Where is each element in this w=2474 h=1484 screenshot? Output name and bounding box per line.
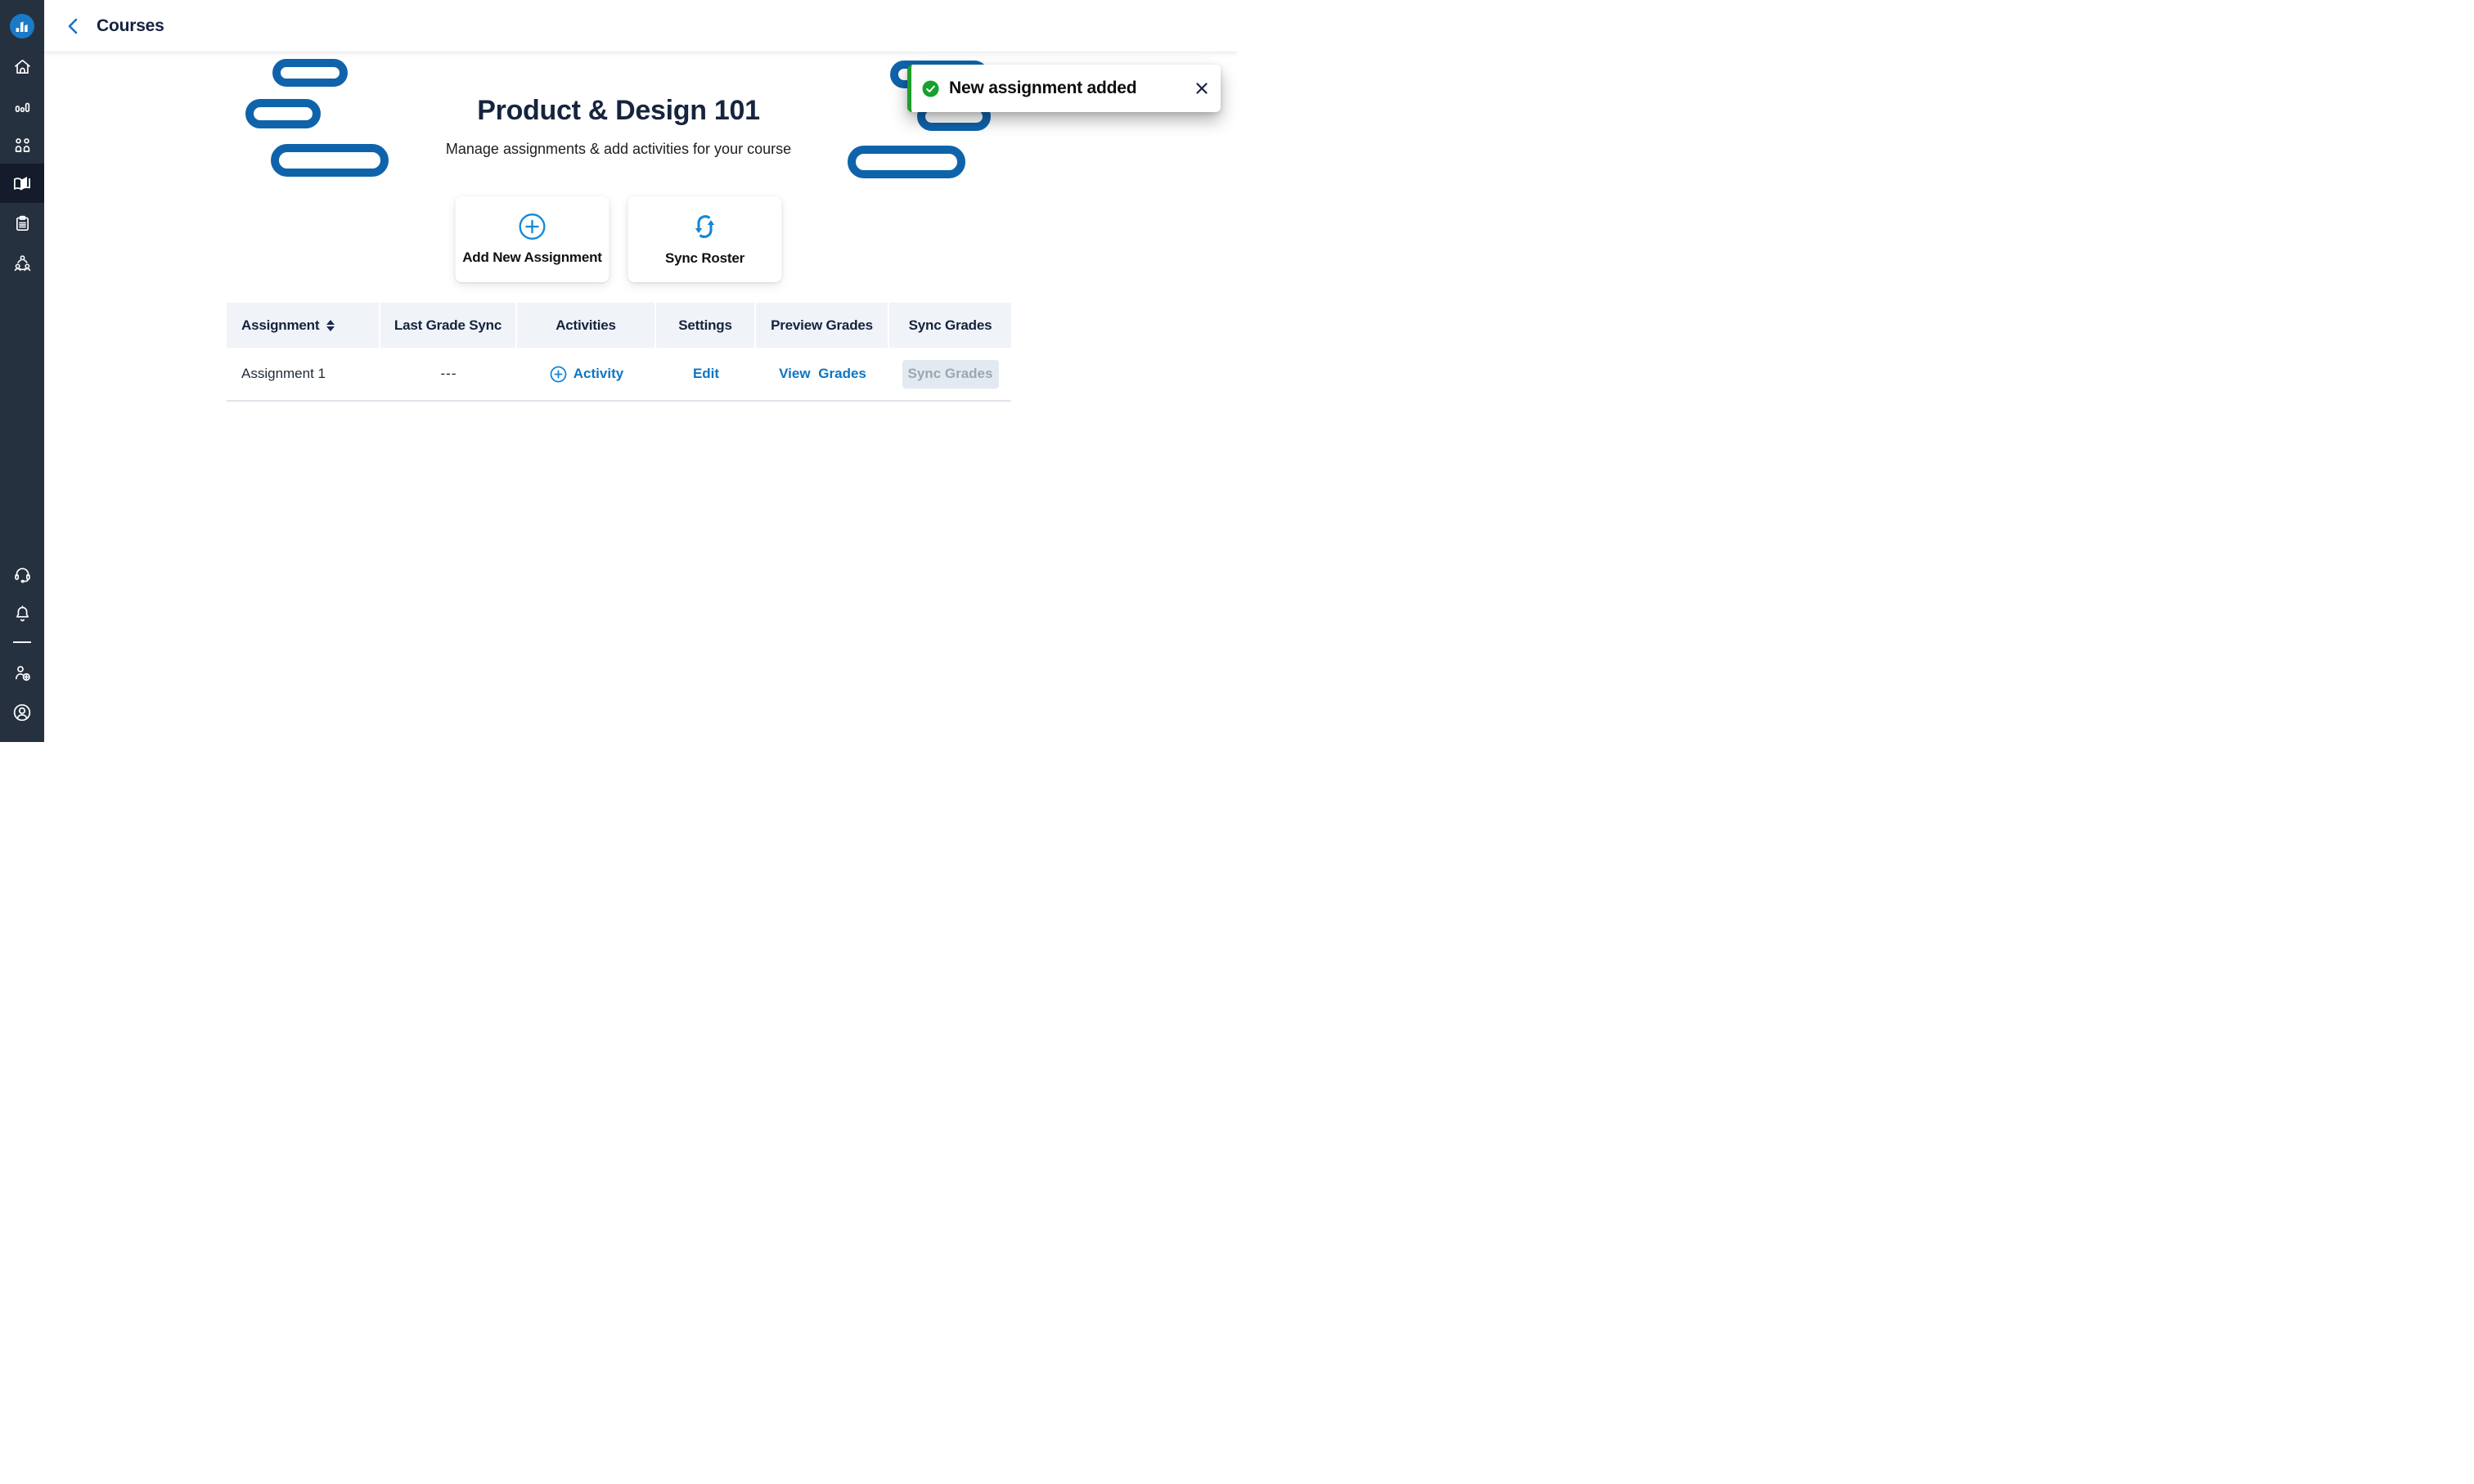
table-header-row: Assignment Last Grade Sync Activities Se… bbox=[227, 303, 1011, 348]
sidebar-item-students[interactable] bbox=[0, 125, 44, 164]
bar-chart-icon bbox=[15, 102, 29, 112]
table-row: Assignment 1 --- Activity Edit View Grad… bbox=[227, 348, 1011, 402]
column-header-preview-grades: Preview Grades bbox=[756, 303, 889, 348]
add-activity-link[interactable]: Activity bbox=[550, 366, 623, 383]
edit-link[interactable]: Edit bbox=[692, 366, 720, 381]
students-icon bbox=[15, 137, 29, 152]
sidebar-item-community[interactable] bbox=[0, 243, 44, 282]
sidebar-item-support[interactable] bbox=[0, 554, 44, 593]
add-new-assignment-label: Add New Assignment bbox=[462, 250, 602, 265]
assignment-name-cell: Assignment 1 bbox=[241, 366, 326, 381]
sidebar-item-courses[interactable] bbox=[0, 164, 44, 203]
decorative-pill bbox=[848, 146, 965, 178]
back-button[interactable] bbox=[67, 18, 78, 34]
sidebar-divider bbox=[13, 641, 31, 643]
sidebar-item-home[interactable] bbox=[0, 47, 44, 86]
clipboard-icon bbox=[16, 215, 29, 231]
sidebar-item-profile[interactable] bbox=[0, 693, 44, 732]
open-book-icon bbox=[14, 176, 30, 191]
view-grades-link[interactable]: View Grades bbox=[779, 366, 866, 381]
logo-bar-chart-icon bbox=[16, 21, 28, 32]
person-add-icon bbox=[15, 665, 30, 681]
course-header: Product & Design 101 Manage assignments … bbox=[0, 95, 1237, 158]
chevron-left-icon bbox=[68, 18, 78, 34]
sync-grades-button[interactable]: Sync Grades bbox=[902, 359, 999, 389]
sidebar-item-assignments[interactable] bbox=[0, 204, 44, 243]
page-subtitle: Manage assignments & add activities for … bbox=[445, 141, 792, 157]
sync-roster-card[interactable]: Sync Roster bbox=[627, 196, 782, 282]
sort-icon[interactable] bbox=[326, 319, 335, 331]
add-new-assignment-card[interactable]: Add New Assignment bbox=[455, 196, 610, 282]
sync-grades-cell: Sync Grades bbox=[889, 359, 1011, 389]
page-title: Product & Design 101 bbox=[477, 95, 760, 126]
column-header-last-grade-sync: Last Grade Sync bbox=[380, 303, 517, 348]
column-header-activities: Activities bbox=[517, 303, 656, 348]
sidebar-item-notifications[interactable] bbox=[0, 594, 44, 633]
close-icon bbox=[1196, 83, 1208, 94]
toast-message: New assignment added bbox=[949, 79, 1137, 97]
settings-cell: Edit bbox=[656, 366, 756, 382]
sync-arrows-icon bbox=[695, 215, 715, 238]
column-header-sync-grades: Sync Grades bbox=[889, 303, 1011, 348]
activities-cell: Activity bbox=[517, 366, 656, 383]
course-detail-page: Courses New assignment added Product & D… bbox=[0, 0, 1237, 742]
column-header-assignment[interactable]: Assignment bbox=[227, 303, 380, 348]
column-header-settings: Settings bbox=[656, 303, 756, 348]
top-bar: Courses bbox=[44, 0, 1237, 52]
community-icon bbox=[14, 254, 30, 271]
sidebar bbox=[0, 0, 44, 742]
breadcrumb[interactable]: Courses bbox=[97, 16, 164, 35]
assignments-table: Assignment Last Grade Sync Activities Se… bbox=[227, 303, 1011, 402]
plus-circle-icon bbox=[519, 214, 546, 240]
app-logo[interactable] bbox=[10, 14, 34, 38]
plus-circle-icon bbox=[550, 366, 567, 382]
toast-notification: New assignment added bbox=[907, 65, 1221, 112]
action-cards: Add New Assignment Sync Roster bbox=[455, 196, 782, 282]
sidebar-item-add-user[interactable] bbox=[0, 653, 44, 692]
toast-close-button[interactable] bbox=[1196, 83, 1208, 94]
decorative-pill bbox=[272, 59, 348, 87]
headset-icon bbox=[14, 567, 30, 582]
preview-grades-cell: View Grades bbox=[756, 366, 889, 382]
decorative-pill bbox=[245, 99, 321, 128]
check-circle-icon bbox=[922, 80, 939, 97]
last-grade-sync-cell: --- bbox=[440, 366, 457, 381]
bell-icon bbox=[16, 605, 29, 621]
sidebar-item-analytics[interactable] bbox=[0, 85, 44, 124]
decorative-pill bbox=[271, 144, 389, 177]
sync-roster-label: Sync Roster bbox=[664, 250, 744, 266]
home-icon bbox=[14, 59, 30, 74]
user-circle-icon bbox=[13, 704, 31, 722]
